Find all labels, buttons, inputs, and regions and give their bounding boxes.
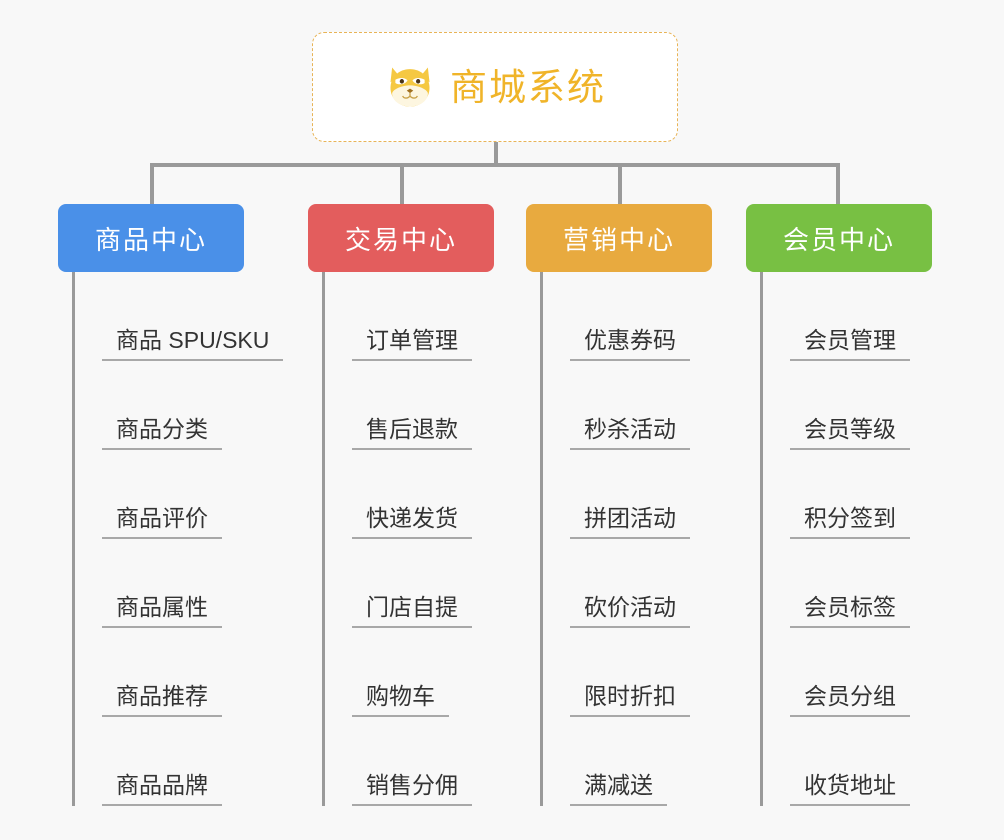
leaf-item[interactable]: 销售分佣: [322, 717, 472, 806]
leaf-item-label: 售后退款: [366, 415, 458, 442]
leaf-item-label: 满减送: [584, 771, 653, 798]
leaf-item[interactable]: 商品分类: [72, 361, 283, 450]
leaf-underline: 收货地址: [790, 772, 910, 806]
leaf-underline: 秒杀活动: [570, 416, 690, 450]
root-title: 商城系统: [450, 66, 606, 108]
leaf-item[interactable]: 满减送: [540, 717, 690, 806]
leaf-item-label: 商品分类: [116, 415, 208, 442]
leaf-item[interactable]: 商品评价: [72, 450, 283, 539]
leaf-underline: 优惠券码: [570, 327, 690, 361]
category-box[interactable]: 交易中心: [308, 204, 494, 272]
leaf-underline: 商品品牌: [102, 772, 222, 806]
leaf-item[interactable]: 会员等级: [760, 361, 910, 450]
shiba-dog-icon: [390, 67, 430, 107]
leaf-item[interactable]: 购物车: [322, 628, 472, 717]
leaf-item-label: 商品推荐: [116, 682, 208, 709]
leaf-item-label: 积分签到: [804, 504, 896, 531]
leaf-item[interactable]: 会员分组: [760, 628, 910, 717]
branch-column-1: 商品中心商品 SPU/SKU 商品分类商品评价商品属性商品推荐商品品牌: [58, 204, 284, 806]
leaf-item-label: 订单管理: [366, 326, 458, 353]
leaf-underline: 限时折扣: [570, 683, 690, 717]
leaf-underline: 商品分类: [102, 416, 222, 450]
leaf-underline: 积分签到: [790, 505, 910, 539]
leaf-item-label: 优惠券码: [584, 326, 676, 353]
leaf-item[interactable]: 会员标签: [760, 539, 910, 628]
leaf-underline: 销售分佣: [352, 772, 472, 806]
branch-spine: [72, 272, 75, 806]
leaf-underline: 会员等级: [790, 416, 910, 450]
leaf-underline: 门店自提: [352, 594, 472, 628]
leaf-item[interactable]: 售后退款: [322, 361, 472, 450]
leaf-item[interactable]: 拼团活动: [540, 450, 690, 539]
leaf-item-label: 门店自提: [366, 593, 458, 620]
category-box[interactable]: 营销中心: [526, 204, 712, 272]
leaf-underline: 会员管理: [790, 327, 910, 361]
leaf-item-label: 商品属性: [116, 593, 208, 620]
leaf-item-label: 会员分组: [804, 682, 896, 709]
leaf-item[interactable]: 门店自提: [322, 539, 472, 628]
leaf-list: 商品 SPU/SKU 商品分类商品评价商品属性商品推荐商品品牌: [72, 272, 284, 806]
branch-column-3: 营销中心优惠券码秒杀活动拼团活动砍价活动限时折扣满减送: [526, 204, 712, 806]
leaf-item[interactable]: 商品 SPU/SKU: [72, 272, 284, 361]
connector-drop-2: [400, 163, 404, 205]
leaf-underline: 会员标签: [790, 594, 910, 628]
connector-root-stem: [494, 142, 498, 166]
leaf-item[interactable]: 优惠券码: [540, 272, 690, 361]
leaf-item-label: 会员等级: [804, 415, 896, 442]
leaf-underline: 购物车: [352, 683, 449, 717]
leaf-underline: 拼团活动: [570, 505, 690, 539]
branch-spine: [760, 272, 763, 806]
leaf-underline: 商品 SPU/SKU: [102, 326, 284, 361]
leaf-item-label: 限时折扣: [584, 682, 676, 709]
leaf-list: 订单管理售后退款快递发货门店自提购物车销售分佣: [322, 272, 472, 806]
leaf-underline: 售后退款: [352, 416, 472, 450]
leaf-item-label: 收货地址: [804, 771, 896, 798]
leaf-item-label: 购物车: [366, 682, 435, 709]
leaf-underline: 商品评价: [102, 505, 222, 539]
connector-drop-1: [150, 163, 154, 205]
leaf-item[interactable]: 积分签到: [760, 450, 910, 539]
leaf-item[interactable]: 秒杀活动: [540, 361, 690, 450]
leaf-item-label: 快递发货: [366, 504, 458, 531]
leaf-underline: 会员分组: [790, 683, 910, 717]
leaf-item-label: 会员管理: [804, 326, 896, 353]
leaf-item-label: 商品评价: [116, 504, 208, 531]
branch-column-2: 交易中心订单管理售后退款快递发货门店自提购物车销售分佣: [308, 204, 494, 806]
branch-spine: [540, 272, 543, 806]
leaf-item[interactable]: 商品品牌: [72, 717, 283, 806]
leaf-list: 会员管理会员等级积分签到会员标签会员分组收货地址: [760, 272, 910, 806]
connector-drop-4: [836, 163, 840, 205]
leaf-underline: 商品推荐: [102, 683, 222, 717]
leaf-list: 优惠券码秒杀活动拼团活动砍价活动限时折扣满减送: [540, 272, 690, 806]
leaf-underline: 砍价活动: [570, 594, 690, 628]
leaf-item[interactable]: 快递发货: [322, 450, 472, 539]
leaf-item[interactable]: 砍价活动: [540, 539, 690, 628]
category-box[interactable]: 商品中心: [58, 204, 244, 272]
leaf-item[interactable]: 商品属性: [72, 539, 283, 628]
leaf-item[interactable]: 商品推荐: [72, 628, 283, 717]
leaf-item-label: 销售分佣: [366, 771, 458, 798]
branch-spine: [322, 272, 325, 806]
leaf-item-label: 会员标签: [804, 593, 896, 620]
leaf-item-label: 拼团活动: [584, 504, 676, 531]
leaf-item[interactable]: 会员管理: [760, 272, 910, 361]
leaf-underline: 商品属性: [102, 594, 222, 628]
leaf-underline: 快递发货: [352, 505, 472, 539]
leaf-item[interactable]: 订单管理: [322, 272, 472, 361]
category-box[interactable]: 会员中心: [746, 204, 932, 272]
leaf-item-label: 砍价活动: [584, 593, 676, 620]
branch-column-4: 会员中心会员管理会员等级积分签到会员标签会员分组收货地址: [746, 204, 932, 806]
leaf-item-label: 商品品牌: [116, 771, 208, 798]
leaf-item[interactable]: 限时折扣: [540, 628, 690, 717]
connector-drop-3: [618, 163, 622, 205]
root-node[interactable]: 商城系统: [312, 32, 678, 142]
leaf-item-label: 商品 SPU/SKU: [116, 326, 270, 353]
leaf-item-label: 秒杀活动: [584, 415, 676, 442]
leaf-underline: 满减送: [570, 772, 667, 806]
leaf-item[interactable]: 收货地址: [760, 717, 910, 806]
leaf-underline: 订单管理: [352, 327, 472, 361]
connector-horizontal-bus: [150, 163, 840, 167]
